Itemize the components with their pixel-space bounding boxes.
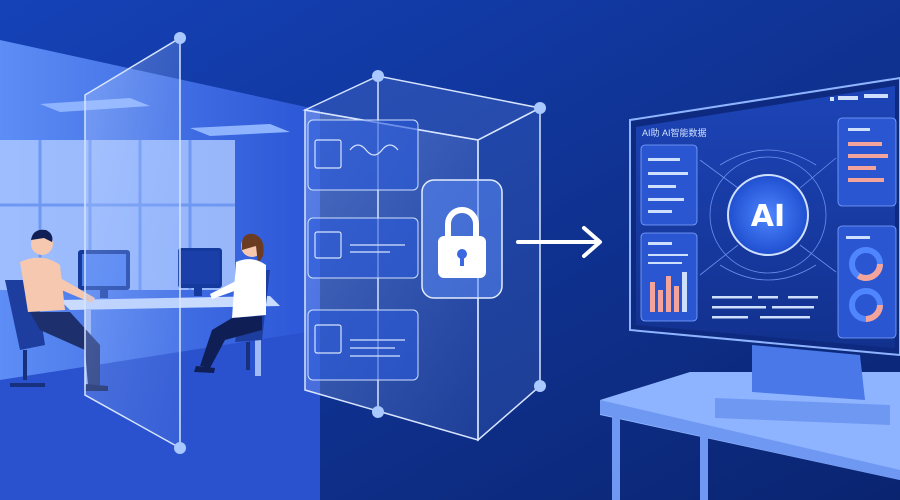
glass-partition <box>84 32 186 454</box>
woman-at-desk <box>194 233 270 373</box>
man-at-desk <box>5 229 108 391</box>
screen-title: AI助 AI智能数据 <box>642 127 707 138</box>
lock-icon <box>438 207 486 278</box>
right-desk <box>600 372 900 500</box>
bar-chart-panel <box>640 232 698 322</box>
office-monitor-2 <box>178 248 222 296</box>
ai-hub: AI <box>699 149 837 281</box>
ai-badge: AI <box>751 199 785 234</box>
stats-panel-left <box>640 144 698 226</box>
stats-panel-right <box>837 117 897 207</box>
data-cube <box>302 70 546 442</box>
arrow-right-icon <box>516 226 602 258</box>
donut-panel <box>837 225 897 339</box>
ai-monitor: AI助 AI智能数据 <box>629 76 900 425</box>
center-data-rows <box>712 296 818 319</box>
